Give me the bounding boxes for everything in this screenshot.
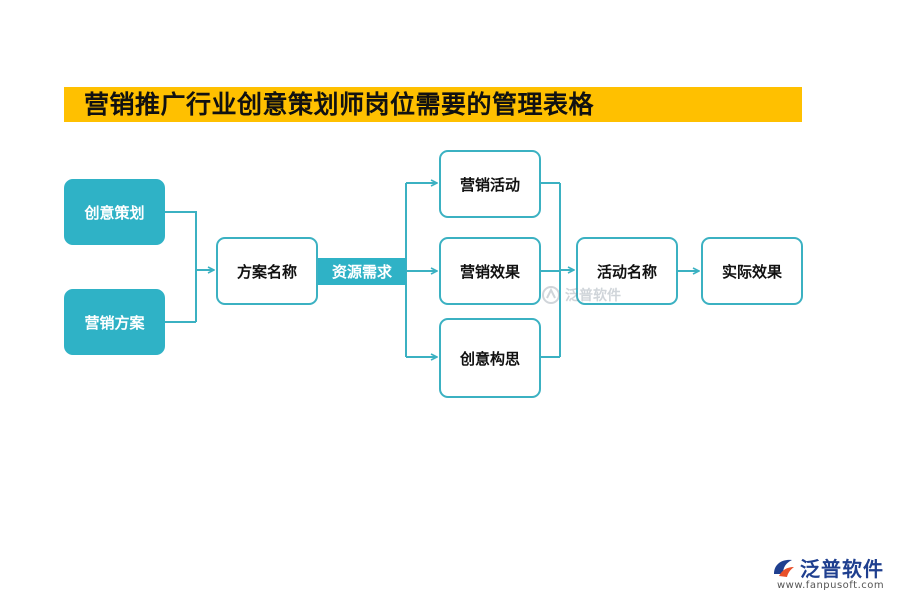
watermark-logo-icon xyxy=(542,286,560,304)
brand-logo-icon xyxy=(774,559,794,577)
node-creative-idea: 创意构思 xyxy=(439,318,541,398)
connector-creative-planning xyxy=(165,211,197,322)
node-plan-name: 方案名称 xyxy=(216,237,318,305)
watermark-text: 泛普软件 xyxy=(565,288,621,304)
page-title: 营销推广行业创意策划师岗位需要的管理表格 xyxy=(84,90,595,119)
center-watermark: 泛普软件 xyxy=(541,285,621,305)
brand-url: www.fanpusoft.com xyxy=(777,580,885,591)
node-actual-effect: 实际效果 xyxy=(701,237,803,305)
brand-name: 泛普软件 xyxy=(800,557,884,581)
node-activity-name: 活动名称 xyxy=(576,237,678,305)
node-marketing-plan: 营销方案 xyxy=(64,289,165,355)
brand-logo: 泛普软件 xyxy=(770,553,884,582)
node-creative-planning: 创意策划 xyxy=(64,179,165,245)
node-marketing-activity: 营销活动 xyxy=(439,150,541,218)
node-marketing-effect: 营销效果 xyxy=(439,237,541,305)
node-resource-demand: 资源需求 xyxy=(318,258,406,285)
title-band xyxy=(64,87,802,122)
